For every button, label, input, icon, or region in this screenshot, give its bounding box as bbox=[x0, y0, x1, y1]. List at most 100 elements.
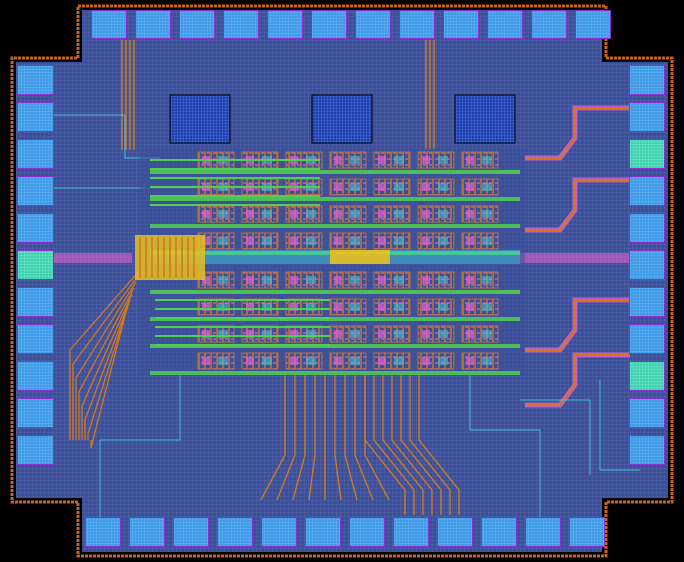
power-rail-6 bbox=[150, 344, 520, 348]
left-pad-8 bbox=[18, 362, 53, 390]
cell-contact-7-4 bbox=[378, 357, 386, 365]
cell-via-3-4 bbox=[394, 237, 404, 245]
cell-via-7-4 bbox=[394, 357, 404, 365]
cell-via-6-5 bbox=[438, 330, 448, 338]
power-rail-2 bbox=[150, 224, 520, 228]
top-pad-5 bbox=[312, 11, 346, 38]
bus-bottom-right-6 bbox=[418, 375, 460, 515]
bus-left-diag-0 bbox=[69, 269, 141, 440]
cell-via-5-1 bbox=[262, 303, 272, 311]
cell-via-5-4 bbox=[394, 303, 404, 311]
top-pad-9 bbox=[488, 11, 522, 38]
left-pad-10 bbox=[18, 436, 53, 464]
cell-via-5-0 bbox=[218, 303, 228, 311]
right-pad-2 bbox=[630, 140, 664, 168]
cell-via-6-4 bbox=[394, 330, 404, 338]
cell-contact-2-0 bbox=[202, 210, 210, 218]
left-pad-7 bbox=[18, 325, 53, 353]
memory-macros bbox=[169, 94, 516, 144]
cell-contact-5-0 bbox=[202, 303, 210, 311]
right-connector-core-1 bbox=[525, 179, 630, 231]
cell-contact-4-2 bbox=[290, 276, 298, 284]
cell-contact-7-2 bbox=[290, 357, 298, 365]
bottom-pad-1 bbox=[130, 518, 164, 546]
cell-contact-2-6 bbox=[466, 210, 474, 218]
cell-via-4-1 bbox=[262, 276, 272, 284]
power-rail-1 bbox=[150, 197, 520, 201]
top-pad-1 bbox=[136, 11, 170, 38]
top-pad-10 bbox=[532, 11, 566, 38]
bottom-pad-4 bbox=[262, 518, 296, 546]
left-pad-3 bbox=[18, 177, 53, 205]
cell-via-4-2 bbox=[306, 276, 316, 284]
cell-via-0-4 bbox=[394, 156, 404, 164]
cell-contact-5-3 bbox=[334, 303, 342, 311]
decoder-core bbox=[330, 250, 390, 264]
right-pad-3 bbox=[630, 177, 664, 205]
cell-contact-1-6 bbox=[466, 183, 474, 191]
cell-via-2-0 bbox=[218, 210, 228, 218]
cell-via-7-2 bbox=[306, 357, 316, 365]
top-pad-7 bbox=[400, 11, 434, 38]
cell-contact-0-5 bbox=[422, 156, 430, 164]
cell-contact-6-3 bbox=[334, 330, 342, 338]
bottom-pad-9 bbox=[482, 518, 516, 546]
cell-contact-3-1 bbox=[246, 237, 254, 245]
right-pad-0 bbox=[630, 66, 664, 94]
bus-bottom-right-0 bbox=[364, 375, 406, 515]
cell-contact-0-4 bbox=[378, 156, 386, 164]
cell-contact-7-0 bbox=[202, 357, 210, 365]
cell-via-7-1 bbox=[262, 357, 272, 365]
cell-via-2-1 bbox=[262, 210, 272, 218]
cell-via-5-3 bbox=[350, 303, 360, 311]
cell-contact-2-1 bbox=[246, 210, 254, 218]
cell-contact-4-1 bbox=[246, 276, 254, 284]
right-pad-7 bbox=[630, 325, 664, 353]
bottom-pad-11 bbox=[570, 518, 604, 546]
right-connector-core-2 bbox=[525, 299, 630, 351]
bottom-pad-3 bbox=[218, 518, 252, 546]
cell-contact-4-5 bbox=[422, 276, 430, 284]
cell-via-6-2 bbox=[306, 330, 316, 338]
bus-bottom-right-5 bbox=[409, 375, 451, 515]
cell-via-3-0 bbox=[218, 237, 228, 245]
bottom-pad-8 bbox=[438, 518, 472, 546]
cell-contact-0-6 bbox=[466, 156, 474, 164]
cell-contact-5-1 bbox=[246, 303, 254, 311]
power-rail-7 bbox=[150, 371, 520, 375]
cell-via-2-5 bbox=[438, 210, 448, 218]
right-pad-1 bbox=[630, 103, 664, 131]
left-pad-9 bbox=[18, 399, 53, 427]
cell-via-1-6 bbox=[482, 183, 492, 191]
cell-contact-3-3 bbox=[334, 237, 342, 245]
bus-bottom-6 bbox=[344, 375, 358, 501]
memory-macro-0 bbox=[169, 94, 231, 144]
cell-contact-6-5 bbox=[422, 330, 430, 338]
left-pad-0 bbox=[18, 66, 53, 94]
cell-contact-6-2 bbox=[290, 330, 298, 338]
top-pad-11 bbox=[576, 11, 610, 38]
cell-via-2-3 bbox=[350, 210, 360, 218]
cell-contact-1-3 bbox=[334, 183, 342, 191]
cell-via-3-2 bbox=[306, 237, 316, 245]
cell-via-6-0 bbox=[218, 330, 228, 338]
top-pad-0 bbox=[92, 11, 126, 38]
cell-via-1-5 bbox=[438, 183, 448, 191]
top-pad-6 bbox=[356, 11, 390, 38]
left-pad-4 bbox=[18, 214, 53, 242]
bus-bottom-right-4 bbox=[400, 375, 442, 515]
top-pad-3 bbox=[224, 11, 258, 38]
cell-via-5-2 bbox=[306, 303, 316, 311]
cell-contact-4-6 bbox=[466, 276, 474, 284]
cell-via-6-3 bbox=[350, 330, 360, 338]
cell-contact-3-4 bbox=[378, 237, 386, 245]
cell-via-4-6 bbox=[482, 276, 492, 284]
signal-line-5 bbox=[599, 380, 640, 471]
power-rail-5 bbox=[150, 317, 520, 321]
bottom-pad-10 bbox=[526, 518, 560, 546]
cell-contact-4-0 bbox=[202, 276, 210, 284]
cell-contact-1-5 bbox=[422, 183, 430, 191]
bus-bottom-7 bbox=[354, 375, 374, 501]
seal-ring bbox=[10, 4, 674, 558]
